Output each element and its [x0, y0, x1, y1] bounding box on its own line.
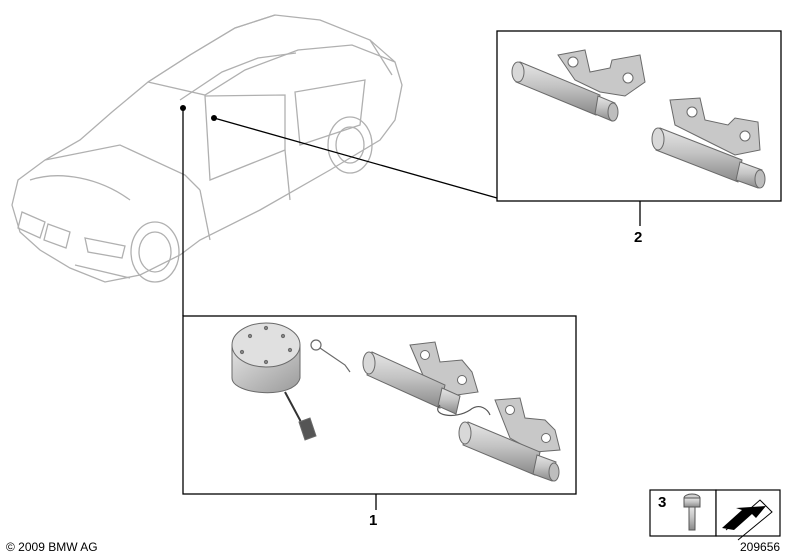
hinge-icon: [362, 341, 491, 417]
screw-icon: [683, 493, 701, 531]
part-1-frame: [182, 315, 577, 495]
hinge-icon: [651, 97, 766, 189]
diagram-number: 209656: [740, 540, 781, 554]
soft-close-motor-icon: [231, 322, 317, 441]
copyright-text: © 2009 BMW AG: [6, 540, 98, 554]
hinge-icon: [511, 49, 646, 122]
part-2-frame: [496, 30, 782, 202]
callout-part-1: 1: [369, 512, 378, 529]
leader-lines: [182, 108, 641, 510]
pin-icon: [310, 339, 351, 373]
leader-dot-2: [211, 115, 217, 121]
callout-part-3: 3: [658, 494, 667, 511]
hinge-icon: [458, 397, 561, 482]
leader-dot-1: [180, 105, 186, 111]
callout-part-2: 2: [634, 229, 643, 246]
car-outline-icon: [11, 14, 403, 283]
arrow-icon: [722, 499, 773, 541]
part-3-box: [649, 489, 781, 537]
